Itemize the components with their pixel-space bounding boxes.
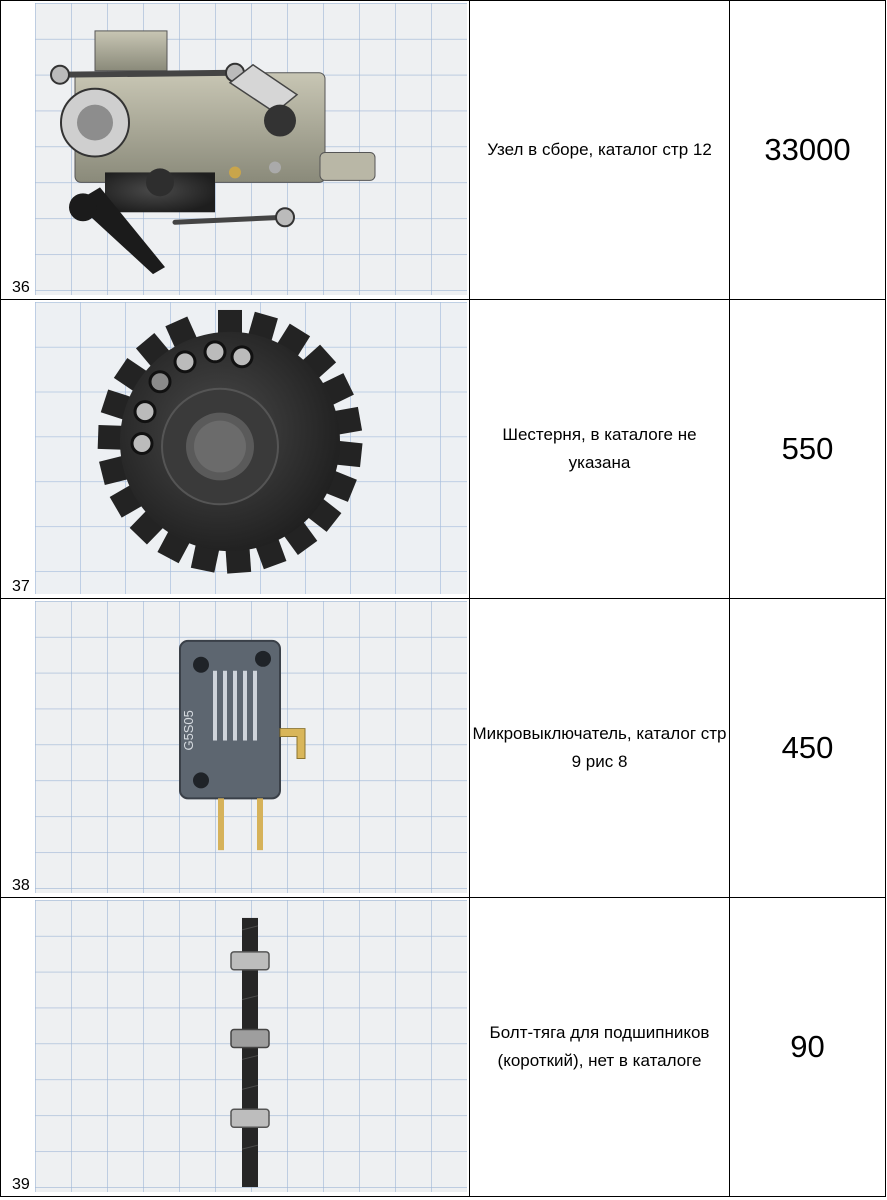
- photo-cell: 39: [0, 897, 470, 1197]
- row-number: 38: [12, 877, 30, 894]
- description-cell: Болт-тяга для подшипников (короткий), не…: [469, 897, 730, 1197]
- table-row: 36: [0, 0, 886, 300]
- price-cell: 90: [729, 897, 886, 1197]
- switch-model-label: G5S05: [181, 710, 196, 750]
- table-row: 39: [0, 897, 886, 1197]
- photo-cell: 38 G5S05: [0, 598, 470, 898]
- row-number: 36: [12, 279, 30, 296]
- table-row: 37: [0, 299, 886, 599]
- photo-cell: 37: [0, 299, 470, 599]
- microswitch-photo: G5S05: [35, 601, 467, 893]
- description-cell: Шестерня, в каталоге не указана: [469, 299, 730, 599]
- row-number: 37: [12, 578, 30, 595]
- photo-cell: 36: [0, 0, 470, 300]
- gear-photo: [35, 302, 467, 594]
- mechanical-assembly-photo: [35, 3, 467, 295]
- description-cell: Узел в сборе, каталог стр 12: [469, 0, 730, 300]
- price-cell: 450: [729, 598, 886, 898]
- price-cell: 550: [729, 299, 886, 599]
- row-number: 39: [12, 1176, 30, 1193]
- price-cell: 33000: [729, 0, 886, 300]
- description-cell: Микровыключатель, каталог стр 9 рис 8: [469, 598, 730, 898]
- threaded-rod-photo: [35, 900, 467, 1192]
- table-row: 38 G5S05: [0, 598, 886, 898]
